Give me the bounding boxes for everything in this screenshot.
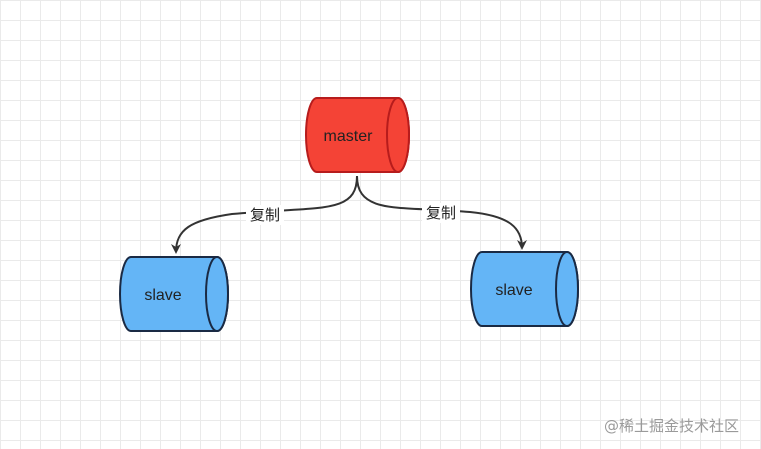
master-label: master xyxy=(324,128,374,145)
node-slave-right[interactable]: slave xyxy=(470,251,579,327)
edge-line-left xyxy=(171,175,358,254)
slave-left-cylinder-end xyxy=(205,256,229,332)
edge-label-bg-right xyxy=(422,203,460,223)
edge-master-to-slave-left[interactable]: 复制 xyxy=(171,175,358,254)
edge-label-left: 复制 xyxy=(250,206,280,224)
slave-left-label: slave xyxy=(144,287,181,304)
edge-label-right: 复制 xyxy=(426,204,456,222)
edge-label-bg-left xyxy=(246,205,284,225)
node-master[interactable]: master xyxy=(305,97,410,173)
slave-right-cylinder-end xyxy=(555,251,579,327)
slave-right-label: slave xyxy=(495,282,532,299)
edge-master-to-slave-right[interactable]: 复制 xyxy=(356,175,527,250)
watermark: @稀土掘金技术社区 xyxy=(604,417,740,435)
node-slave-left[interactable]: slave xyxy=(119,256,229,332)
master-cylinder-end xyxy=(386,97,410,173)
